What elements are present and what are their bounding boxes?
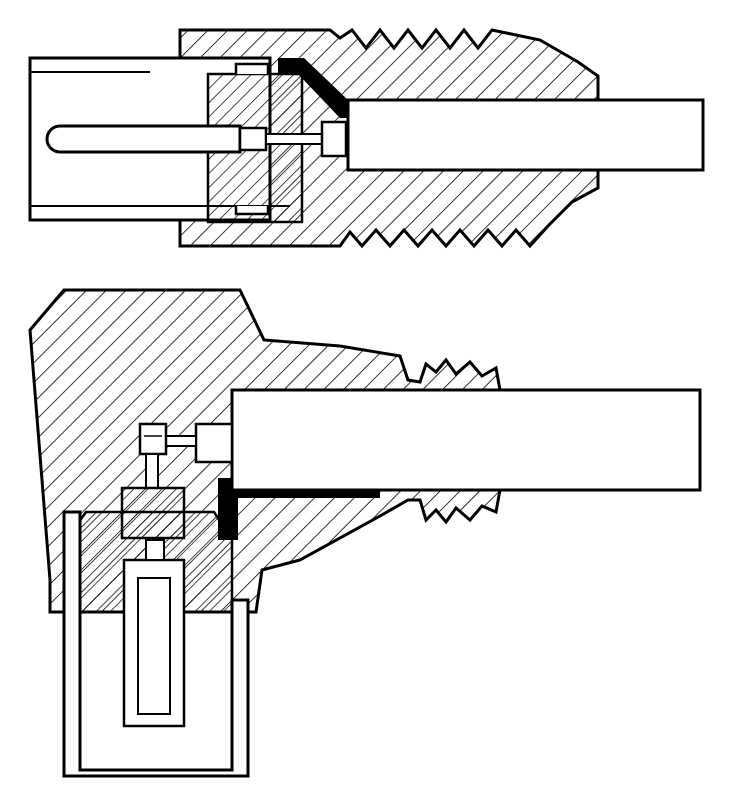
lower-socket: [62, 510, 250, 778]
cable-jacket: [230, 388, 702, 492]
contact-pin: [45, 124, 242, 154]
insulator-notch-bottom: [234, 206, 270, 216]
pin-shaft: [265, 133, 323, 145]
insulator-notch-top: [234, 62, 270, 74]
pin-shaft: [165, 435, 197, 447]
pin-end: [194, 422, 234, 464]
crimp-seal: [278, 58, 348, 118]
pin-end: [320, 120, 348, 158]
inner-barrel-core: [137, 577, 171, 715]
cable-seal: [218, 478, 380, 540]
contact-stem: [145, 453, 159, 489]
barrel-cap: [145, 539, 165, 561]
cable-jacket: [346, 98, 705, 172]
right-angle-connector-view: [28, 288, 702, 778]
pin-head: [138, 422, 168, 456]
straight-connector-view: [28, 27, 705, 249]
pin-collar: [238, 126, 268, 152]
